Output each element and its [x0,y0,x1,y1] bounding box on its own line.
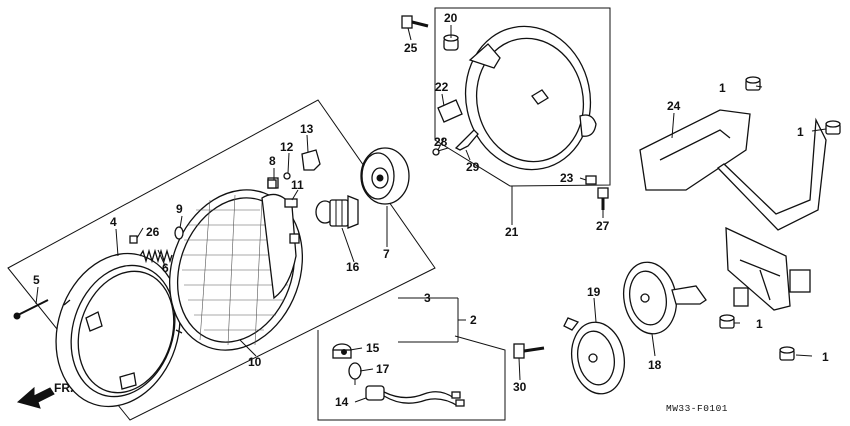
callout-9: 9 [176,202,183,216]
washer-9 [174,226,184,240]
bolt-25 [401,15,429,29]
callout-16: 16 [346,260,360,274]
diagram-code: MW33-F0101 [666,403,728,414]
front-arrow: FR. [16,381,73,409]
nut-26 [129,235,138,244]
callout-14: 14 [335,395,349,409]
bulb-17 [348,362,362,385]
callout-29: 29 [466,160,480,174]
adjust-spring [129,226,184,264]
callout-18: 18 [648,358,662,372]
callout-26: 26 [146,225,160,239]
callout-25: 25 [404,41,418,55]
callout-5: 5 [33,273,40,287]
socket-group-outline [317,330,506,421]
nut-1-bottom [779,346,795,361]
callout-4: 4 [110,215,117,229]
washer-12 [283,172,291,180]
front-arrow-label: FR. [54,381,73,395]
callout-30: 30 [513,380,527,394]
callout-10: 10 [248,355,262,369]
callout-8: 8 [269,154,276,168]
grommet-15 [332,343,352,359]
callout-12: 12 [280,140,294,154]
socket-14 [365,385,465,407]
horn-18 [622,261,707,335]
clip-11 [284,198,298,208]
callout-23: 23 [560,171,574,185]
headlight-rim [55,252,183,408]
callout-24: 24 [667,99,681,113]
callout-19: 19 [587,285,601,299]
callout-20: 20 [444,11,458,25]
mount-clips [267,149,321,208]
bolt-27 [597,187,609,210]
headlight-unit [168,177,304,351]
headlight-bulb [315,195,359,229]
connector-13 [301,149,321,171]
adjusting-screw [13,299,49,320]
horn-19 [563,317,626,395]
nut-1-middle [719,314,735,329]
callout-28: 28 [434,135,448,149]
stay-29 [454,129,479,151]
callout-15: 15 [366,341,380,355]
callout-1-middle: 1 [756,317,763,331]
callout-7: 7 [383,247,390,261]
callout-27: 27 [596,219,610,233]
callout-1-bottom: 1 [822,350,829,364]
leader-lines [35,25,827,403]
callout-11: 11 [291,178,304,192]
clamp-22 [437,99,463,123]
callout-21: 21 [505,225,519,239]
callouts: 1 1 1 1 2 3 4 5 6 7 8 9 10 11 12 13 14 1… [33,11,829,409]
bolt-30 [513,343,545,359]
nut-23 [585,175,597,185]
callout-6: 6 [162,261,169,275]
callout-2: 2 [470,313,477,327]
nut-1-top [745,76,761,91]
callout-1-top: 1 [719,81,726,95]
callout-1-right: 1 [797,125,804,139]
dust-cover [360,147,410,205]
headlight-case-outline [434,7,611,187]
nut-1-right [825,120,841,135]
headlight-case [464,25,597,171]
callout-3: 3 [424,291,431,305]
screw-28 [432,147,449,156]
callout-22: 22 [435,80,449,94]
callout-13: 13 [300,122,314,136]
callout-17: 17 [376,362,390,376]
